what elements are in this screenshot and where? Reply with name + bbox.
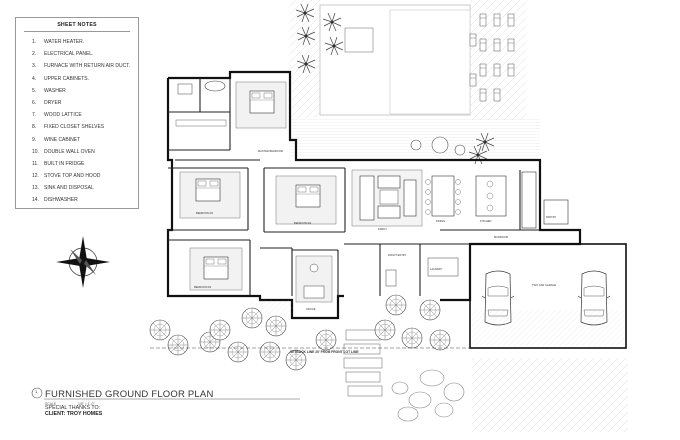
sheet-note-number: 4. bbox=[32, 75, 37, 82]
sheet-note-text: UPPER CABINETS. bbox=[44, 75, 90, 82]
sheet-note-text: FURNACE WITH RETURN AIR DUCT. bbox=[44, 63, 131, 70]
room-label-kitchen: KITCHEN bbox=[480, 220, 492, 223]
sheet-note-number: 1. bbox=[32, 39, 37, 45]
sheet-note-number: 12. bbox=[32, 173, 39, 180]
sheet-note-number: 10. bbox=[32, 148, 39, 155]
drawing-number: 1 bbox=[35, 389, 38, 394]
sheet-note-item: 2. ELECTRICAL PANEL. bbox=[32, 51, 130, 63]
room-label-garage: TWO CAR GARAGE bbox=[532, 284, 557, 287]
sheet-note-text: DISHWASHER bbox=[44, 197, 78, 204]
sheet-notes-list: 1. WATER HEATER. 2. ELECTRICAL PANEL. 3. FURN… bbox=[32, 39, 130, 210]
sheet-note-text: WINE CABINET bbox=[44, 136, 81, 143]
sheet-note-item: 9. WINE CABINET bbox=[32, 137, 130, 149]
room-label-front-entry: FRONT ENTRY bbox=[388, 254, 407, 257]
setback-label: SETBACK LINE 20' FROM FRONT LOT LINE bbox=[290, 350, 359, 354]
sheet-note-item: 8. FIXED CLOSET SHELVES bbox=[32, 124, 130, 136]
sheet-note-text: WASHER bbox=[44, 87, 66, 94]
sheet-notes-panel: SHEET NOTES 1. WATER HEATER. 2. ELECTRICAL … bbox=[15, 17, 139, 209]
sheet-note-item: 4. UPPER CABINETS. bbox=[32, 76, 130, 88]
sheet-note-item: 14. DISHWASHER bbox=[32, 197, 130, 209]
room-label-mudroom: MUDROOM bbox=[494, 236, 508, 239]
room-label-master-bedroom: MASTER BEDROOM bbox=[258, 150, 283, 153]
sheet-note-text: DOUBLE WALL OVEN bbox=[44, 148, 95, 155]
sheet-note-text: ELECTRICAL PANEL. bbox=[44, 51, 94, 58]
sheet-note-item: 11. BUILT IN FRIDGE bbox=[32, 161, 130, 173]
sheet-note-text: STOVE TOP AND HOOD bbox=[44, 173, 101, 180]
sheet-notes-divider bbox=[24, 31, 130, 32]
north-arrow-icon bbox=[56, 236, 110, 288]
room-label-bedroom-4: BEDROOM #4 bbox=[294, 222, 312, 225]
sheet-note-number: 14. bbox=[32, 197, 39, 204]
room-label-laundry: LAUNDRY bbox=[430, 268, 443, 271]
sheet-note-item: 5. WASHER bbox=[32, 88, 130, 100]
sheet-note-number: 8. bbox=[32, 124, 37, 131]
sheet-note-text: SINK AND DISPOSAL bbox=[44, 185, 94, 192]
scale-value: 1/8" = 1'-0" bbox=[78, 402, 95, 406]
room-label-bedroom-2: BEDROOM #2 bbox=[196, 212, 214, 215]
sheet-note-text: WOOD LATTICE bbox=[44, 112, 82, 119]
sheet-note-number: 3. bbox=[32, 63, 37, 70]
room-label-office: OFFICE bbox=[306, 308, 316, 311]
sheet-note-text: FIXED CLOSET SHELVES bbox=[44, 124, 105, 131]
sheet-notes-title: SHEET NOTES bbox=[57, 22, 97, 28]
sheet-note-number: 7. bbox=[32, 112, 37, 119]
sheet-note-number: 2. bbox=[32, 51, 37, 58]
sheet-note-text: BUILT IN FRIDGE bbox=[44, 160, 85, 167]
sheet-note-number: 11. bbox=[32, 160, 39, 167]
sheet-note-text: WATER HEATER. bbox=[44, 39, 85, 45]
sheet-note-item: 12. STOVE TOP AND HOOD bbox=[32, 173, 130, 185]
sheet-note-number: 13. bbox=[32, 185, 39, 192]
special-thanks: SPECIAL THANKS TO: bbox=[45, 405, 101, 411]
scale-label: SCALE bbox=[45, 402, 57, 406]
sheet-note-item: 1. WATER HEATER. bbox=[32, 39, 130, 51]
sheet-note-number: 5. bbox=[32, 87, 37, 94]
room-label-bedroom-3: BEDROOM #3 bbox=[194, 286, 212, 289]
sheet-note-item: 3. FURNACE WITH RETURN AIR DUCT. bbox=[32, 63, 130, 75]
sheet-note-item: 13. SINK AND DISPOSAL bbox=[32, 185, 130, 197]
sheet-note-item: 6. DRYER bbox=[32, 100, 130, 112]
room-label-dining: DINING bbox=[436, 220, 446, 223]
sheet-note-item: 7. WOOD LATTICE bbox=[32, 112, 130, 124]
sheet-note-item: 10. DOUBLE WALL OVEN bbox=[32, 149, 130, 161]
sheet-note-number: 9. bbox=[32, 136, 37, 143]
room-label-family: FAMILY bbox=[378, 228, 388, 231]
sheet-note-text: DRYER bbox=[44, 99, 62, 106]
drawing-title: FURNISHED GROUND FLOOR PLAN bbox=[45, 389, 214, 400]
room-label-pantry: PANTRY bbox=[546, 216, 557, 219]
sheet-note-number: 6. bbox=[32, 99, 37, 106]
client-name: CLIENT: TROY HOMES bbox=[45, 411, 103, 417]
